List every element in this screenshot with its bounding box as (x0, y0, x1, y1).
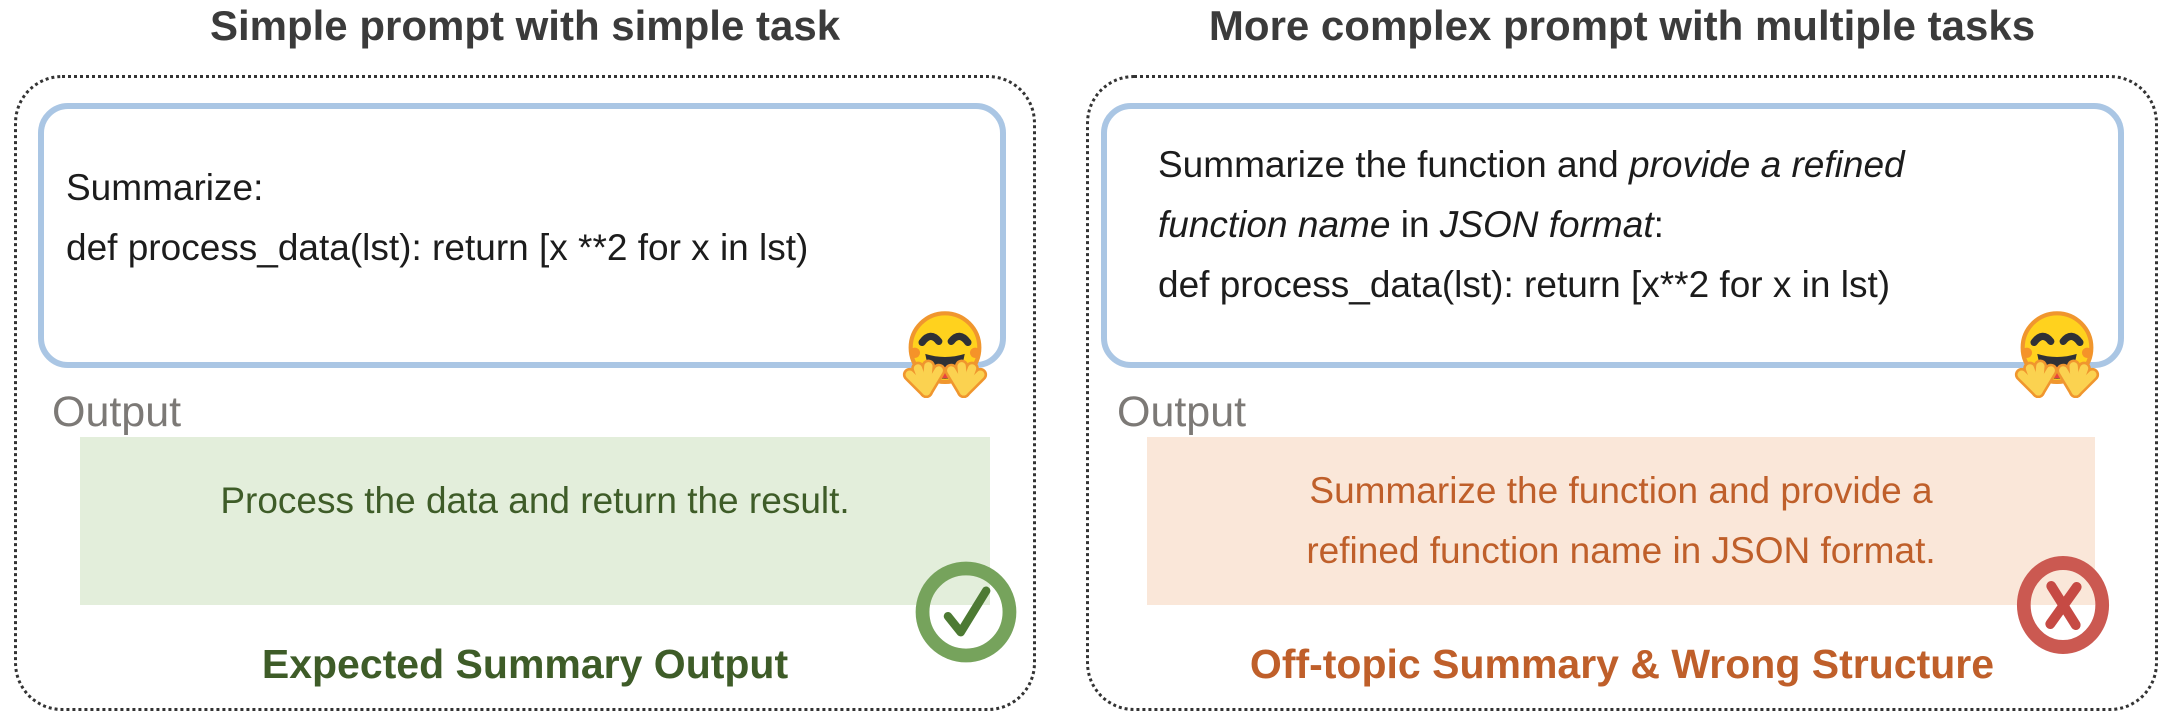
check-circle-icon (913, 559, 1019, 665)
prompt-line: Summarize: (66, 158, 808, 218)
prompt-text-simple: Summarize: def process_data(lst): return… (66, 158, 808, 278)
caption-offtopic: Off-topic Summary & Wrong Structure (1249, 641, 1995, 687)
x-circle-icon (2014, 555, 2112, 655)
output-text: Summarize the function and provide a (1309, 470, 1933, 511)
prompt-segment: def process_data(lst): return [x**2 for … (1158, 264, 1891, 305)
panel-title-simple: Simple prompt with simple task (209, 2, 841, 49)
panel-complex-container (1086, 75, 2158, 711)
hugging-face-emoji (2005, 306, 2109, 410)
prompt-segment: JSON format (1439, 204, 1654, 245)
caption-expected: Expected Summary Output (261, 641, 789, 687)
prompt-segment: : (1653, 204, 1664, 245)
prompt-segment: provide a refined (1628, 144, 1905, 185)
output-label: Output (52, 388, 182, 436)
prompt-segment: function name (1158, 204, 1391, 245)
hugging-face-emoji (893, 306, 997, 410)
prompt-segment: Summarize: (66, 167, 264, 208)
output-box-expected: Process the data and return the result. (80, 437, 990, 605)
output-text: Process the data and return the result. (220, 480, 850, 521)
prompt-text-complex: Summarize the function and provide a ref… (1158, 135, 1905, 315)
panel-simple-container (14, 75, 1036, 711)
prompt-segment: Summarize the function and (1158, 144, 1629, 185)
prompt-line: def process_data(lst): return [x **2 for… (66, 218, 808, 278)
prompt-box-complex (1101, 103, 2124, 368)
panel-title-complex: More complex prompt with multiple tasks (1208, 2, 2036, 49)
prompt-segment: in (1390, 204, 1440, 245)
prompt-segment: def process_data(lst): return [x **2 for… (66, 227, 809, 268)
prompt-line: Summarize the function and provide a ref… (1158, 135, 1905, 195)
output-label: Output (1117, 388, 1247, 436)
prompt-box-simple (38, 103, 1006, 368)
prompt-line: def process_data(lst): return [x**2 for … (1158, 255, 1905, 315)
output-box-offtopic: Summarize the function and provide a ref… (1147, 437, 2095, 605)
prompt-line: function name in JSON format: (1158, 195, 1905, 255)
output-text: refined function name in JSON format. (1306, 530, 1936, 571)
